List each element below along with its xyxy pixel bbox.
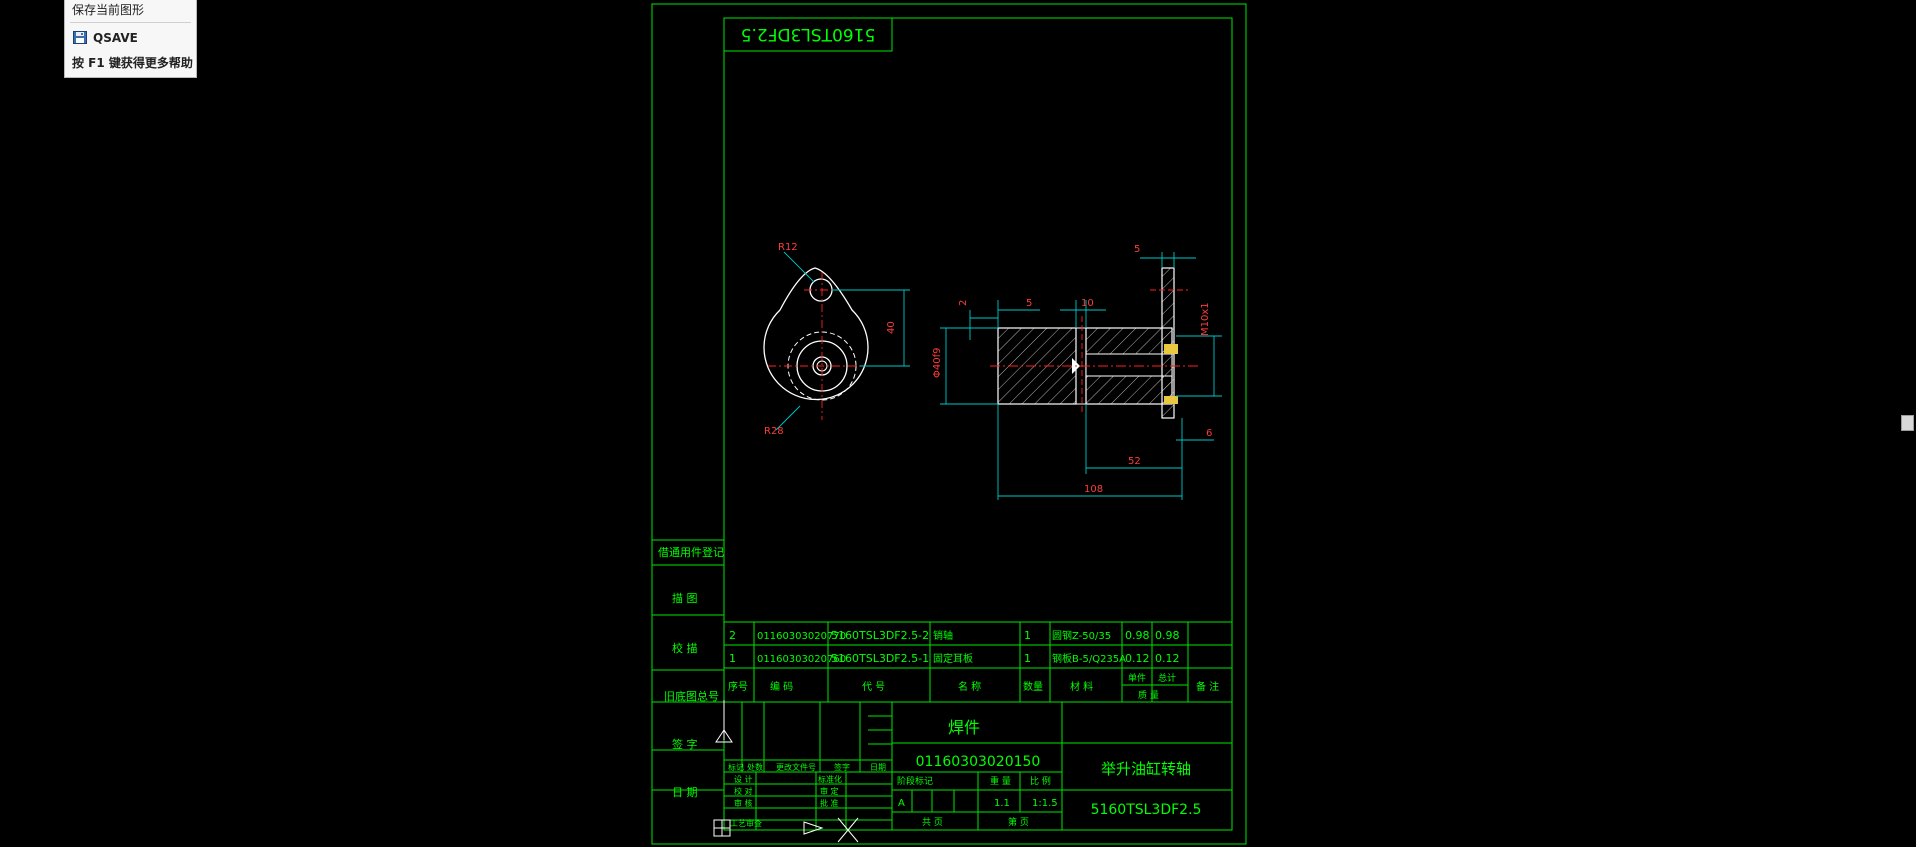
bom-row-total-wt: 0.98 — [1155, 629, 1180, 642]
command-tooltip: 保存当前图形 QSAVE 按 F1 键获得更多帮助 — [64, 0, 197, 78]
bom-table — [723, 621, 1233, 703]
left-label-old-number: 旧底图总号 — [664, 689, 719, 703]
title-process: 审 核 — [734, 798, 753, 808]
title-sheet-total: 共 页 — [922, 817, 943, 828]
save-icon — [73, 31, 87, 44]
bom-header-qty: 数量 — [1023, 680, 1043, 693]
title-review: 审 定 — [820, 786, 839, 796]
bom-header-name: 名 称 — [958, 680, 981, 693]
title-weight: 1.1 — [994, 798, 1010, 809]
title-part-name: 举升油缸转轴 — [1101, 760, 1191, 778]
bom-row-code: 01160303020770 — [757, 631, 846, 642]
inverted-title-box: 5160TSL3DF2.5 — [723, 17, 893, 52]
dim-108: 108 — [1084, 484, 1103, 495]
title-rev-mark: 标记 — [728, 762, 744, 772]
title-sheet-no: 第 页 — [1008, 816, 1029, 828]
bom-header-code: 编 码 — [770, 680, 793, 693]
bom-header-seq: 序号 — [728, 680, 748, 693]
title-std: 标准化 — [818, 774, 842, 784]
dim-5-top: 5 — [1026, 298, 1032, 309]
bom-row-drawing-no: 5160TSL3DF2.5-2 — [831, 629, 929, 642]
bom-header-total: 总计 — [1158, 672, 1176, 684]
title-code: 01160303020150 — [916, 754, 1041, 770]
title-check: 校 对 — [734, 786, 753, 796]
title-stage-label: 阶段标记 — [897, 775, 933, 787]
title-scale-label: 比 例 — [1030, 775, 1051, 787]
left-label-register: 借通用件登记 — [658, 545, 724, 559]
title-stage: A — [898, 798, 905, 809]
title-rev-doc: 更改文件号 — [776, 762, 816, 772]
title-rev-count: 处数 — [747, 762, 763, 772]
bom-row-qty: 1 — [1024, 629, 1031, 642]
bom-row-unit-wt: 0.12 — [1125, 652, 1150, 665]
inverted-title-text: 5160TSL3DF2.5 — [741, 24, 876, 44]
title-block — [723, 701, 1233, 831]
dim-6: 6 — [1206, 428, 1212, 439]
dim-2: 2 — [958, 300, 969, 306]
title-rev-sign: 签字 — [834, 762, 850, 772]
left-label-date: 日 期 — [672, 786, 698, 799]
dim-5-right: 5 — [1134, 244, 1140, 255]
left-label-sign: 签 字 — [672, 737, 698, 751]
bom-row-qty: 1 — [1024, 652, 1031, 665]
bom-header-drawing-no: 代 号 — [862, 681, 885, 693]
bom-row-code: 01160303020760 — [757, 654, 846, 665]
title-design: 设 计 — [734, 774, 753, 784]
title-drawing-no: 5160TSL3DF2.5 — [1091, 802, 1202, 818]
dim-r28: R28 — [764, 426, 784, 437]
ucs-icon — [713, 700, 859, 843]
dim-52: 52 — [1128, 456, 1141, 467]
end-view — [763, 267, 880, 420]
bom-row-material: 圆钢Z-50/35 — [1052, 629, 1111, 642]
tooltip-title: 保存当前图形 — [72, 3, 145, 17]
dim-r12: R12 — [778, 242, 798, 253]
title-rev-date: 日期 — [870, 763, 886, 772]
bom-row-seq: 1 — [729, 652, 736, 665]
tooltip-command: QSAVE — [93, 31, 138, 45]
bom-row-material: 钢板B-5/Q235A — [1052, 652, 1126, 665]
dim-phi40: Φ40f9 — [932, 348, 943, 378]
title-approve: 批 准 — [820, 798, 839, 808]
dim-10: 10 — [1081, 298, 1094, 309]
bom-row-total-wt: 0.12 — [1155, 652, 1180, 665]
dim-40: 40 — [886, 321, 897, 334]
bom-row-unit-wt: 0.98 — [1125, 629, 1150, 642]
vertical-scrollbar-thumb[interactable] — [1901, 415, 1914, 431]
section-view — [990, 267, 1200, 419]
bom-row-name: 固定耳板 — [933, 652, 973, 665]
bom-header-material: 材 料 — [1070, 680, 1093, 693]
left-label-trace: 描 图 — [672, 591, 698, 605]
dim-m10: M10x1 — [1200, 302, 1211, 336]
bom-header-note: 备 注 — [1196, 680, 1219, 693]
left-label-check: 校 描 — [672, 641, 698, 655]
tooltip-help: 按 F1 键获得更多帮助 — [72, 56, 193, 70]
bom-row-seq: 2 — [729, 629, 736, 642]
bom-header-weight: 质 量 — [1138, 689, 1159, 701]
title-weight-label: 重 量 — [990, 775, 1011, 787]
title-craft: 工艺审查 — [730, 818, 762, 828]
title-part-type: 焊件 — [948, 718, 980, 737]
tooltip-divider — [70, 22, 191, 23]
title-scale: 1:1.5 — [1032, 798, 1058, 809]
bom-header-unit: 单件 — [1128, 672, 1146, 684]
bom-row-name: 销轴 — [933, 629, 953, 642]
bom-row-drawing-no: 5160TSL3DF2.5-1 — [831, 652, 929, 665]
